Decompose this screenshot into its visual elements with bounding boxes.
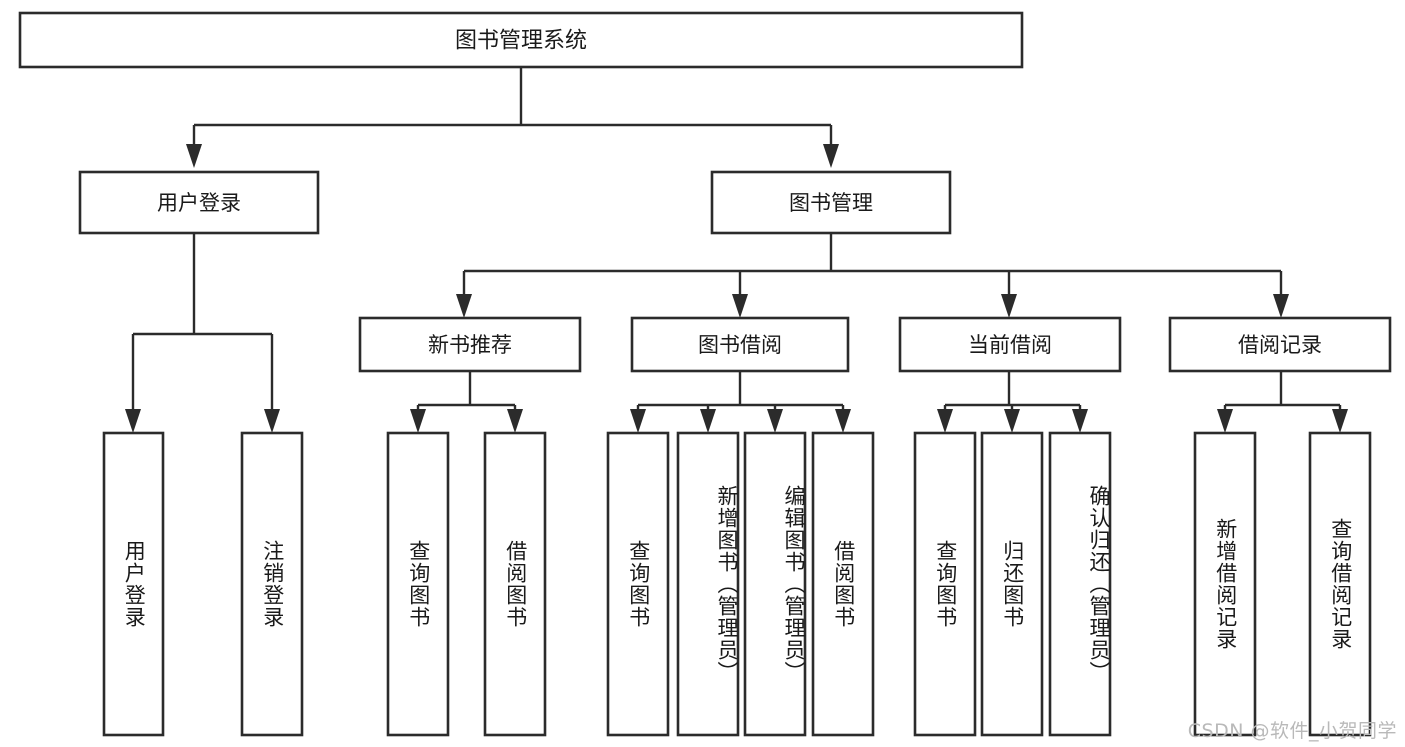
csdn-watermark: CSDN @软件_小贺同学	[1187, 720, 1397, 742]
node-root-box[interactable]	[18, 11, 1024, 69]
leaf-box-add-book[interactable]	[676, 431, 740, 737]
leaf-box-edit-book[interactable]	[743, 431, 807, 737]
arrow-leaf-query-book-c-icon	[937, 409, 953, 433]
arrow-leaf-confirm-return-icon	[1072, 409, 1088, 433]
node-current-borrow[interactable]: 当前借阅	[898, 316, 1122, 373]
leaf-boxes	[102, 431, 1372, 737]
arrow-leaf-query-book-a-icon	[410, 409, 426, 433]
leaf-box-borrow-book-b[interactable]	[811, 431, 875, 737]
node-book-borrow[interactable]: 图书借阅	[630, 316, 850, 373]
node-borrow-record-label: 借阅记录	[1238, 333, 1322, 357]
node-book-management-box[interactable]	[710, 170, 952, 235]
leaf-box-logout[interactable]	[240, 431, 304, 737]
node-book-borrow-box[interactable]	[630, 316, 850, 373]
node-user-login-label: 用户登录	[157, 191, 241, 215]
arrow-leaf-query-record-icon	[1332, 409, 1348, 433]
edges-book-mgmt-to-level2	[456, 233, 1289, 318]
leaf-label-logout: 注销登录	[260, 540, 285, 628]
leaf-label-borrow-book-a: 借阅图书	[503, 540, 528, 628]
arrow-to-book-mgmt-icon	[823, 144, 839, 168]
edges-root-to-level1	[186, 67, 839, 168]
node-new-book-recommend-box[interactable]	[358, 316, 582, 373]
node-book-management-label: 图书管理	[789, 191, 873, 215]
edges-borrow-record-to-leaves	[1217, 371, 1348, 433]
node-new-book-recommend[interactable]: 新书推荐	[358, 316, 582, 373]
arrow-leaf-query-book-b-icon	[630, 409, 646, 433]
leaf-label-edit-book: 编辑图书（管理员）	[782, 485, 806, 683]
node-new-book-recommend-label: 新书推荐	[428, 333, 512, 357]
arrow-to-user-login-icon	[186, 144, 202, 168]
arrow-leaf-logout-icon	[264, 409, 280, 433]
leaf-label-add-record: 新增借阅记录	[1213, 518, 1238, 650]
arrow-leaf-add-record-icon	[1217, 409, 1233, 433]
leaf-label-add-book: 新增图书（管理员）	[715, 485, 739, 683]
leaf-box-add-record[interactable]	[1193, 431, 1257, 737]
leaf-box-confirm-return[interactable]	[1048, 431, 1112, 737]
node-root[interactable]: 图书管理系统	[18, 11, 1024, 69]
leaf-box-query-book-a[interactable]	[386, 431, 450, 737]
arrow-leaf-add-book-icon	[700, 409, 716, 433]
arrow-to-borrow-record-icon	[1273, 294, 1289, 318]
leaf-label-query-book-b: 查询图书	[626, 540, 651, 628]
leaf-box-user-login[interactable]	[102, 431, 165, 737]
leaf-label-query-record: 查询借阅记录	[1328, 518, 1353, 650]
node-current-borrow-label: 当前借阅	[968, 333, 1052, 357]
arrow-leaf-edit-book-icon	[767, 409, 783, 433]
arrow-to-book-borrow-icon	[732, 294, 748, 318]
arrow-leaf-return-book-icon	[1004, 409, 1020, 433]
leaf-label-return-book: 归还图书	[1000, 540, 1025, 628]
edges-book-borrow-to-leaves	[630, 371, 851, 433]
edges-new-book-rec-to-leaves	[410, 371, 523, 433]
leaf-label-confirm-return: 确认归还（管理员）	[1087, 485, 1111, 683]
node-borrow-record-box[interactable]	[1168, 316, 1392, 373]
leaf-label-borrow-book-b: 借阅图书	[831, 540, 856, 628]
leaf-label-query-book-c: 查询图书	[933, 540, 958, 628]
arrow-to-new-book-rec-icon	[456, 294, 472, 318]
leaf-box-borrow-book-a[interactable]	[483, 431, 547, 737]
leaf-label-user-login: 用户登录	[122, 540, 147, 628]
arrow-to-current-borrow-icon	[1001, 294, 1017, 318]
leaf-label-query-book-a: 查询图书	[406, 540, 431, 628]
node-user-login-box[interactable]	[78, 170, 320, 235]
arrow-leaf-borrow-book-a-icon	[507, 409, 523, 433]
node-book-management[interactable]: 图书管理	[710, 170, 952, 235]
edges-current-borrow-to-leaves	[937, 371, 1088, 433]
node-borrow-record[interactable]: 借阅记录	[1168, 316, 1392, 373]
node-book-borrow-label: 图书借阅	[698, 333, 782, 357]
leaf-box-query-book-b[interactable]	[606, 431, 670, 737]
arrow-leaf-user-login-icon	[125, 409, 141, 433]
edges-user-login-to-leaves	[125, 233, 280, 433]
arrow-leaf-borrow-book-b-icon	[835, 409, 851, 433]
node-user-login[interactable]: 用户登录	[78, 170, 320, 235]
node-root-label: 图书管理系统	[455, 29, 587, 54]
leaf-box-query-book-c[interactable]	[913, 431, 977, 737]
node-current-borrow-box[interactable]	[898, 316, 1122, 373]
leaf-box-return-book[interactable]	[980, 431, 1044, 737]
leaf-box-query-record[interactable]	[1308, 431, 1372, 737]
